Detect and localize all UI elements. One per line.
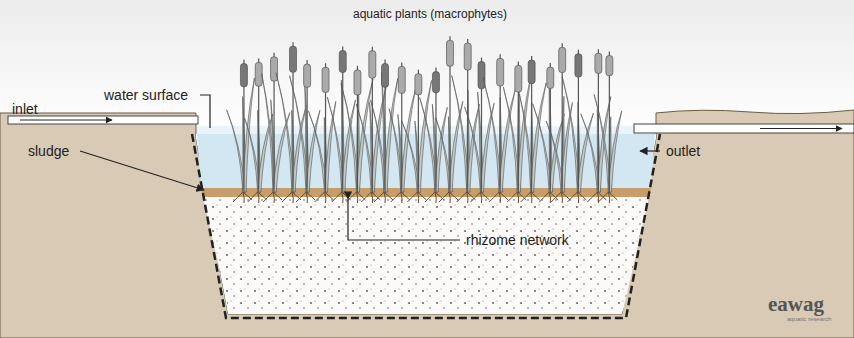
part-label: sludge xyxy=(28,144,69,158)
part-label: aquatic plants (macrophytes) xyxy=(353,8,507,20)
part-label: water surface xyxy=(104,88,188,102)
part-label: rhizome network xyxy=(466,233,569,247)
logo-text: eawag xyxy=(768,294,824,315)
part-label: inlet xyxy=(12,102,38,116)
part-label: outlet xyxy=(666,144,700,158)
logo-subtitle: aquatic research xyxy=(787,316,831,322)
